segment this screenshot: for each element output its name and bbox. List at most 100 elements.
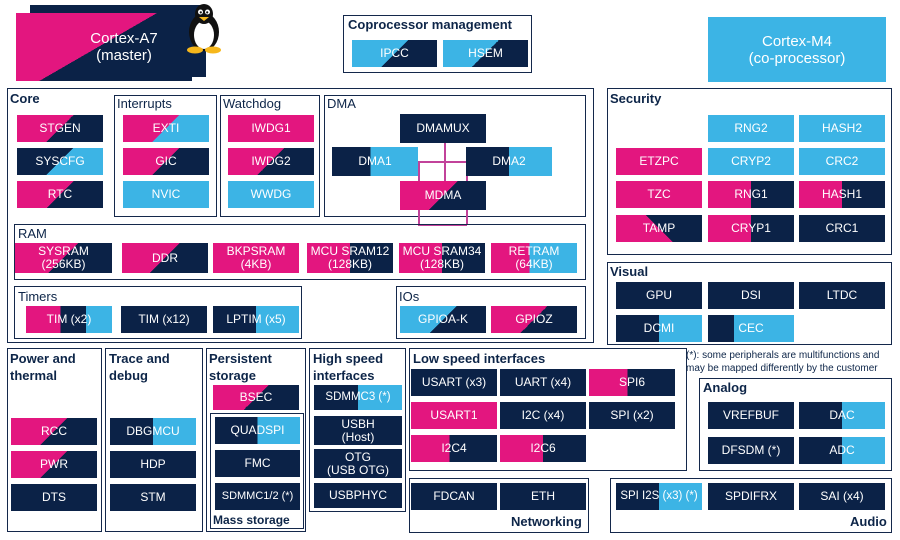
watchdog-title: Watchdog [223, 96, 282, 111]
low-speed-group [409, 348, 687, 471]
fdcan-block: FDCAN [411, 483, 497, 510]
i2c6-block: I2C6 [500, 435, 586, 462]
trace-title-line1: Trace and [109, 351, 170, 366]
rcc-block: RCC [11, 418, 97, 445]
iwdg2-block: IWDG2 [228, 148, 314, 175]
cryp1-block: CRYP1 [708, 215, 794, 242]
sdmmc12-block: SDMMC1/2 (*) [215, 483, 300, 510]
ltdc-block: LTDC [799, 282, 885, 309]
cortex-a7-name: Cortex-A7 [90, 30, 158, 47]
vrefbuf-block: VREFBUF [708, 402, 794, 429]
mcu-sram12-block: MCU SRAM12 (128KB) [307, 243, 393, 273]
otg-sub: (USB OTG) [327, 462, 389, 477]
mcu-sram34-block: MCU SRAM34 (128KB) [399, 243, 485, 273]
gpu-block: GPU [616, 282, 702, 309]
main-peripherals-group [7, 88, 594, 343]
bkpsram-block: BKPSRAM (4KB) [213, 243, 299, 273]
hdp-block: HDP [110, 451, 196, 478]
bkpsram-label: BKPSRAM [226, 244, 286, 258]
dma-link-horizontal [418, 161, 466, 163]
cryp2-block: CRYP2 [708, 148, 794, 175]
dma1-block: DMA1 [332, 147, 418, 176]
mcu-sram34-size: (128KB) [419, 257, 465, 271]
cortex-a7-role: (master) [96, 47, 152, 64]
hsem-block: HSEM [443, 40, 528, 67]
crc1-block: CRC1 [799, 215, 885, 242]
tzc-block: TZC [616, 181, 702, 208]
stgen-block: STGEN [17, 115, 103, 142]
dcmi-block: DCMI [616, 315, 702, 342]
spi-i2s-block: SPI I2S (x3) (*) [616, 483, 702, 510]
gpioa-k-block: GPIOA-K [400, 306, 486, 333]
adc-block: ADC [799, 437, 885, 464]
usbh-sub: (Host) [341, 429, 375, 444]
timers-group [14, 286, 302, 339]
usart1-block: USART1 [411, 402, 497, 429]
ram-group [14, 224, 586, 280]
cortex-m4-role: (co-processor) [748, 49, 846, 67]
visual-title: Visual [610, 264, 649, 279]
nvic-block: NVIC [123, 181, 209, 208]
lptim-block: LPTIM (x5) [213, 306, 299, 333]
dma-group [324, 95, 586, 217]
cortex-m4-block: Cortex-M4 (co-processor) [708, 17, 886, 82]
bkpsram-size: (4KB) [240, 257, 272, 271]
dma2-block: DMA2 [466, 147, 552, 176]
lowspeed-title: Low speed interfaces [413, 351, 546, 366]
trace-title-line2: debug [109, 368, 148, 383]
gic-block: GIC [123, 148, 209, 175]
persistent-title-line2: storage [209, 368, 256, 383]
interrupts-title: Interrupts [117, 96, 172, 111]
dma-title: DMA [327, 96, 356, 111]
footnote-line1: (*): some peripherals are multifunctions… [686, 350, 880, 361]
footnote-line2: may be mapped differently by the custome… [686, 363, 878, 374]
trace-debug-group [105, 348, 203, 532]
cortex-a7-block: Cortex-A7 (master) [16, 13, 192, 81]
usbphyc-block: USBPHYC [314, 483, 402, 508]
visual-group [607, 262, 892, 345]
uart-x4-block: UART (x4) [500, 369, 586, 396]
sysram-size: (256KB) [41, 257, 86, 271]
watchdog-group [220, 95, 320, 217]
usbh-label: USBH [341, 416, 375, 431]
cortex-m4-name: Cortex-M4 [761, 32, 832, 50]
pwr-block: PWR [11, 451, 97, 478]
otg-label: OTG [345, 449, 371, 464]
mass-storage-group [210, 413, 304, 529]
exti-block: EXTI [123, 115, 209, 142]
security-title: Security [610, 91, 662, 106]
ipcc-block: IPCC [352, 40, 437, 67]
usart-x3-block: USART (x3) [411, 369, 497, 396]
analog-title: Analog [703, 380, 748, 395]
ios-group [396, 286, 586, 339]
analog-group [699, 378, 892, 471]
etzpc-block: ETZPC [616, 148, 702, 175]
coprocessor-management-group [343, 15, 532, 73]
bsec-block: BSEC [213, 385, 299, 410]
dbgmcu-block: DBGMCU [110, 418, 196, 445]
spi6-block: SPI6 [589, 369, 675, 396]
interrupts-group [114, 95, 217, 217]
power-thermal-group [7, 348, 102, 532]
rng1-block: RNG1 [708, 181, 794, 208]
cec-block: CEC [708, 315, 794, 342]
networking-group [409, 478, 589, 533]
quadspi-block: QUADSPI [215, 417, 300, 444]
hash1-block: HASH1 [799, 181, 885, 208]
ddr-block: DDR [122, 243, 208, 273]
sysram-label: SYSRAM [38, 244, 89, 258]
hash2-block: HASH2 [799, 115, 885, 142]
dac-block: DAC [799, 402, 885, 429]
rtc-block: RTC [17, 181, 103, 208]
timers-title: Timers [18, 289, 58, 304]
tim-x12-block: TIM (x12) [121, 306, 207, 333]
persistent-storage-group [206, 348, 306, 532]
core-title: Core [10, 91, 40, 106]
retram-label: RETRAM [508, 244, 560, 258]
high-speed-group [309, 348, 406, 512]
crc2-block: CRC2 [799, 148, 885, 175]
mdma-block: MDMA [400, 181, 486, 210]
coprocessor-management-title: Coprocessor management [348, 17, 512, 32]
tim-x2-block: TIM (x2) [26, 306, 112, 333]
networking-title: Networking [511, 514, 582, 529]
